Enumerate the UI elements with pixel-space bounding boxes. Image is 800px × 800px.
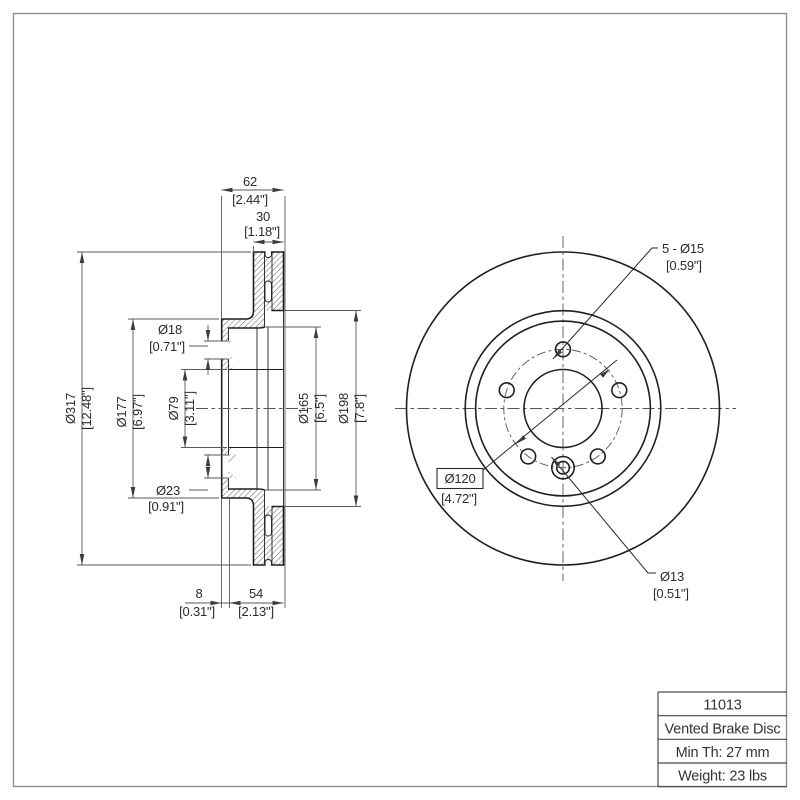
bolt-circle-dim-box — [436, 467, 484, 490]
section-dimensions: 62 [2.44"] 30 [1.18"] Ø317 [12.48"] Ø177… — [63, 174, 367, 619]
page-border — [12, 12, 788, 788]
dim-pin-hole-mm: Ø13 — [660, 569, 684, 584]
dim-hat-diameter-mm: Ø177 — [114, 396, 129, 427]
front-view: 5 - Ø15 [0.59"] Ø120 [4.72"] Ø13 [0.51"] — [395, 236, 736, 601]
dim-bore-diameter-mm: Ø79 — [166, 397, 181, 421]
dim-pin-hole-in: [0.51"] — [653, 586, 689, 601]
outer-diameter-circle — [405, 251, 721, 566]
dim-ring-width-in: [1.18"] — [244, 224, 280, 239]
vent-passages — [264, 251, 272, 566]
center-bore-circle — [523, 368, 603, 449]
weight: Weight: 23 lbs — [678, 769, 767, 785]
front-leaders — [436, 247, 658, 574]
product-name: Vented Brake Disc — [665, 722, 781, 738]
dim-bolt-holes-in: [0.59"] — [666, 258, 702, 273]
dim-overall-width-in: [2.44"] — [232, 192, 268, 207]
dim-bore-diameter-in: [3.11"] — [182, 391, 197, 426]
dim-ring-width-mm: 30 — [256, 209, 270, 224]
dim-flange-hole-bottom-mm: Ø23 — [156, 483, 180, 498]
dim-flange-hole-bottom-in: [0.91"] — [148, 499, 184, 514]
dim-friction-inner-mm: Ø198 — [336, 393, 351, 424]
dim-bolt-circle-in: [4.72"] — [441, 491, 477, 506]
part-number: 11013 — [703, 698, 741, 714]
title-block: 11013 Vented Brake Disc Min Th: 27 mm We… — [657, 691, 787, 788]
dim-bolt-holes-mm: 5 - Ø15 — [662, 241, 704, 256]
dim-bolt-circle-mm: Ø120 — [444, 471, 475, 486]
dim-mounting-depth-mm: 54 — [249, 586, 263, 601]
dim-friction-inner-in: [7.8"] — [352, 394, 367, 423]
dim-flange-hole-top-in: [0.71"] — [149, 339, 185, 354]
dim-flange-thickness-mm: 8 — [195, 586, 202, 601]
dim-hat-diameter-in: [6.97"] — [130, 394, 145, 430]
dim-overall-width-mm: 62 — [243, 174, 257, 189]
dim-flange-thickness-in: [0.31"] — [179, 604, 215, 619]
bolt-holes — [498, 341, 628, 465]
dim-vent-inner-mm: Ø165 — [296, 393, 311, 424]
dim-mounting-depth-in: [2.13"] — [238, 604, 274, 619]
dim-outer-diameter-in: [12.48"] — [79, 387, 94, 430]
dim-outer-diameter-mm: Ø317 — [63, 393, 78, 424]
alignment-pin-hole — [550, 455, 575, 480]
hat-circle — [474, 320, 652, 497]
dim-vent-inner-in: [6.5"] — [312, 394, 327, 423]
friction-inner-circle — [464, 309, 662, 508]
dim-flange-hole-top-mm: Ø18 — [158, 322, 182, 337]
bolt-circle — [503, 348, 623, 469]
min-thickness: Min Th: 27 mm — [676, 745, 770, 761]
section-view — [196, 251, 312, 566]
